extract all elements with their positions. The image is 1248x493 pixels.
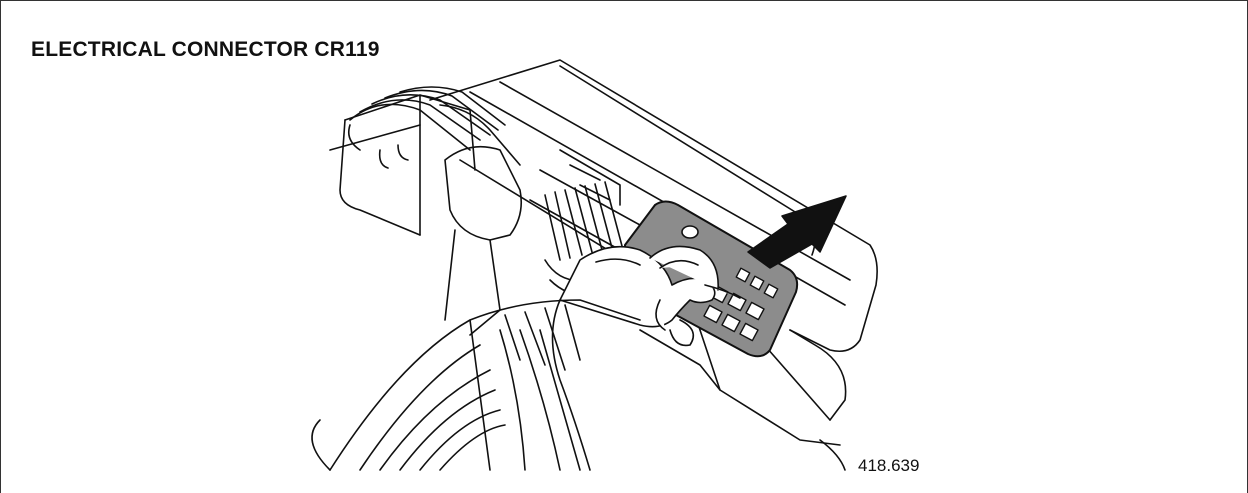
pointer-arrow — [747, 195, 847, 269]
figure-number: 418.639 — [858, 456, 920, 475]
upper-wire-bundle — [347, 86, 523, 336]
figure-title: ELECTRICAL CONNECTOR CR119 — [31, 38, 380, 61]
sleeve — [311, 299, 641, 471]
